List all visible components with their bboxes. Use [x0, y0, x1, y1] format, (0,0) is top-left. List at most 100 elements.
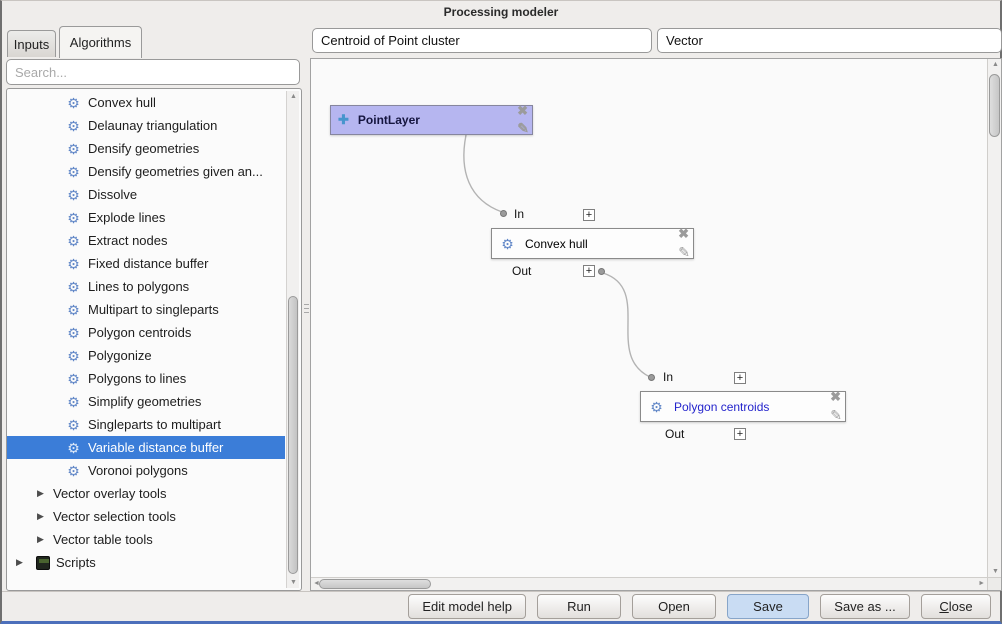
scrollbar-up-arrow[interactable]: ▲	[992, 61, 999, 68]
tab-algorithms[interactable]: Algorithms	[59, 26, 142, 58]
canvas-vscroll-thumb[interactable]	[989, 74, 1000, 137]
algorithm-item-variable-distance-buffer[interactable]: ⚙Variable distance buffer	[7, 436, 285, 459]
gear-icon: ⚙	[67, 140, 80, 157]
algorithm-item-polygonize[interactable]: ⚙ Polygonize	[7, 344, 285, 367]
tree-group-label: Scripts	[56, 555, 96, 570]
algorithm-item-label: Convex hull	[88, 95, 156, 110]
gear-icon: ⚙	[67, 163, 80, 180]
algorithm-item-polygons-to-lines[interactable]: ⚙Polygons to lines	[7, 367, 285, 390]
tab-inputs-label: Inputs	[13, 36, 50, 52]
panel-splitter[interactable]	[304, 58, 310, 591]
node-convex-hull-label: Convex hull	[525, 236, 588, 251]
scrollbar-down-arrow[interactable]: ▼	[290, 579, 297, 586]
scripts-icon	[36, 555, 50, 570]
algorithm-item-label: Extract nodes	[88, 233, 168, 248]
algorithm-item-densify-geometries[interactable]: ⚙ Densify geometries	[7, 137, 285, 160]
node-polygon-centroids[interactable]: ⚙ Polygon centroids ✖ ✎	[640, 389, 846, 423]
dialog-button-bar: Edit model help Run Open Save Save as ..…	[2, 591, 1000, 621]
algorithm-item-dissolve[interactable]: ⚙Dissolve	[7, 183, 285, 206]
algorithm-item-label: Explode lines	[88, 210, 166, 225]
algorithm-item-explode-lines[interactable]: ⚙ Explode lines	[7, 206, 285, 229]
algorithm-item-voronoi-polygons[interactable]: ⚙Voronoi polygons	[7, 459, 285, 482]
edit-model-help-button[interactable]: Edit model help	[408, 594, 526, 619]
algorithm-item-multipart-to-singleparts[interactable]: ⚙Multipart to singleparts	[7, 298, 285, 321]
edit-node-icon[interactable]: ✎	[830, 407, 842, 423]
algorithm-item-label: Delaunay triangulation	[88, 118, 218, 133]
scrollbar-up-arrow[interactable]: ▲	[290, 93, 297, 100]
out-port-dot[interactable]	[598, 268, 605, 275]
gear-icon: ⚙	[67, 416, 80, 433]
algorithm-item-simplify-geometries[interactable]: ⚙Simplify geometries	[7, 390, 285, 413]
algorithm-item-densify-geometries-given[interactable]: ⚙Densify geometries given an...	[7, 160, 285, 183]
in-expander[interactable]: +	[583, 209, 595, 221]
algorithm-item-fixed-distance-buffer[interactable]: ⚙Fixed distance buffer	[7, 252, 285, 275]
scrollbar-right-arrow[interactable]: ►	[978, 580, 985, 587]
in-port-dot[interactable]	[500, 210, 507, 217]
edit-node-icon[interactable]: ✎	[517, 120, 529, 136]
out-port-label: Out	[512, 264, 532, 278]
delete-node-icon[interactable]: ✖	[830, 389, 841, 404]
scrollbar-down-arrow[interactable]: ▼	[992, 568, 999, 575]
expand-arrow-icon[interactable]: ▶	[37, 511, 44, 521]
open-button[interactable]: Open	[632, 594, 716, 619]
close-button[interactable]: Close	[921, 594, 991, 619]
canvas-hscroll-thumb[interactable]	[319, 579, 431, 589]
algorithm-tree: ⚙Convex hull ⚙Delaunay triangulation ⚙De…	[6, 88, 302, 591]
canvas-vertical-scrollbar[interactable]: ▲ ▼	[987, 59, 1001, 577]
algorithm-item-extract-nodes[interactable]: ⚙ Extract nodes	[7, 229, 285, 252]
canvas-horizontal-scrollbar[interactable]: ◄ ►	[311, 577, 987, 590]
tree-group-label: Vector table tools	[53, 532, 153, 547]
window-title: Processing modeler	[443, 5, 559, 19]
search-input[interactable]	[6, 59, 300, 85]
delete-node-icon[interactable]: ✖	[517, 103, 528, 118]
algorithm-item-singleparts-to-multipart[interactable]: ⚙ Singleparts to multipart	[7, 413, 285, 436]
gear-icon: ⚙	[501, 235, 514, 252]
model-canvas[interactable]: ✚ PointLayer ✖ ✎ In + ⚙ Convex hull ✖ ✎ …	[310, 58, 1002, 591]
gear-icon: ⚙	[67, 117, 80, 134]
close-button-label: Close	[939, 599, 973, 614]
gear-icon: ⚙	[67, 439, 80, 456]
tree-group-scripts[interactable]: ▶ Scripts	[7, 551, 285, 574]
algorithm-item-label: Polygonize	[88, 348, 152, 363]
algorithm-item-lines-to-polygons[interactable]: ⚙Lines to polygons	[7, 275, 285, 298]
save-as-button[interactable]: Save as ...	[820, 594, 910, 619]
algorithm-item-label: Lines to polygons	[88, 279, 190, 294]
tree-group-vector-table-tools[interactable]: ▶ Vector table tools	[7, 528, 285, 551]
node-polygon-centroids-label: Polygon centroids	[674, 399, 770, 414]
edit-node-icon[interactable]: ✎	[678, 244, 690, 260]
delete-node-icon[interactable]: ✖	[678, 226, 689, 241]
algorithm-item-label: Singleparts to multipart	[88, 417, 221, 432]
gear-icon: ⚙	[67, 186, 80, 203]
scrollbar-left-arrow[interactable]: ◄	[313, 580, 320, 587]
list-scrollbar[interactable]: ▲ ▼	[286, 91, 299, 588]
algorithm-item-label: Polygon centroids	[88, 325, 192, 340]
gear-icon: ⚙	[67, 462, 80, 479]
gear-icon: ⚙	[67, 209, 80, 226]
algorithm-item-polygon-centroids[interactable]: ⚙Polygon centroids	[7, 321, 285, 344]
node-convex-hull[interactable]: ⚙ Convex hull ✖ ✎	[491, 226, 694, 260]
tab-inputs[interactable]: Inputs	[7, 30, 56, 57]
run-button[interactable]: Run	[537, 594, 621, 619]
gear-icon: ⚙	[67, 370, 80, 387]
node-pointlayer[interactable]: ✚ PointLayer ✖ ✎	[330, 103, 533, 136]
model-group-field[interactable]	[657, 28, 1002, 53]
out-expander[interactable]: +	[583, 265, 595, 277]
gear-icon: ⚙	[67, 232, 80, 249]
expand-arrow-icon[interactable]: ▶	[37, 534, 44, 544]
gear-icon: ⚙	[67, 301, 80, 318]
tree-group-vector-selection-tools[interactable]: ▶Vector selection tools	[7, 505, 285, 528]
in-expander[interactable]: +	[734, 372, 746, 384]
expand-arrow-icon[interactable]: ▶	[16, 557, 23, 567]
algorithm-item-label: Densify geometries	[88, 141, 200, 156]
in-port-dot[interactable]	[648, 374, 655, 381]
algorithm-item-convex-hull[interactable]: ⚙Convex hull	[7, 91, 285, 114]
gear-icon: ⚙	[67, 347, 80, 364]
list-scrollbar-thumb[interactable]	[288, 296, 298, 574]
model-name-field[interactable]	[312, 28, 652, 53]
expand-arrow-icon[interactable]: ▶	[37, 488, 44, 498]
out-expander[interactable]: +	[734, 428, 746, 440]
algorithm-item-label: Simplify geometries	[88, 394, 202, 409]
algorithm-item-delaunay-triangulation[interactable]: ⚙ Delaunay triangulation	[7, 114, 285, 137]
tree-group-vector-overlay-tools[interactable]: ▶Vector overlay tools	[7, 482, 285, 505]
save-button[interactable]: Save	[727, 594, 809, 619]
